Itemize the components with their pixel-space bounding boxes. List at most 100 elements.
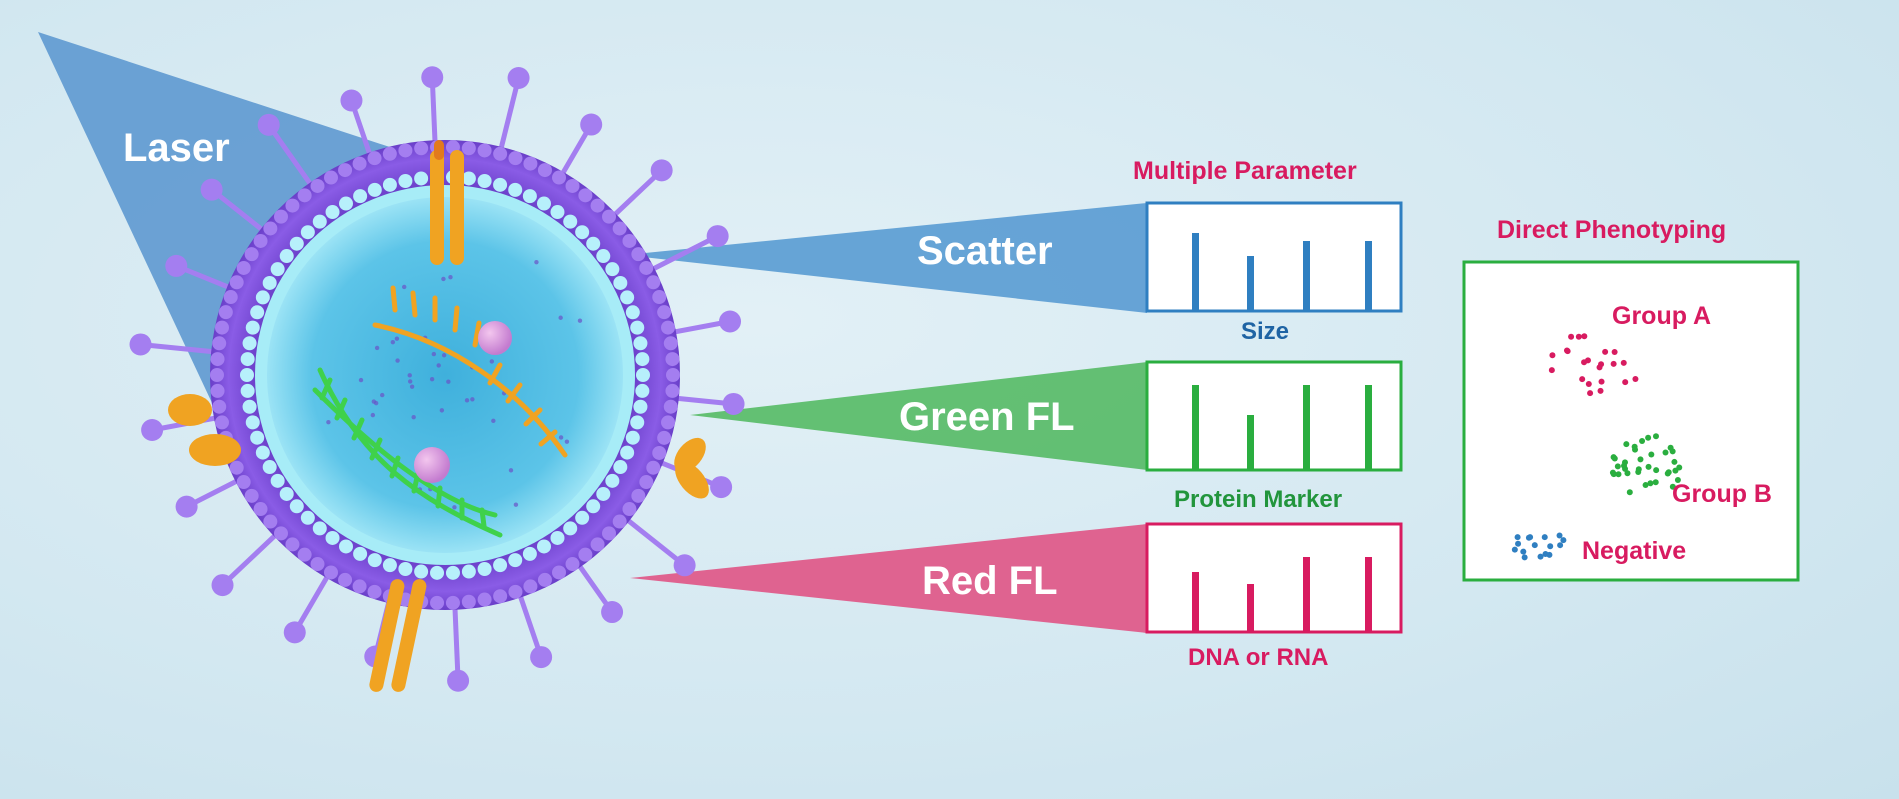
event-dot (1615, 471, 1622, 478)
event-dot (1547, 543, 1554, 550)
event-dot (1622, 379, 1629, 386)
lipid-head-icon (620, 445, 635, 460)
lipid-head-icon (646, 460, 661, 475)
lipid-head-icon (612, 514, 627, 529)
event-dot (1568, 333, 1575, 340)
spike-head-icon (165, 254, 188, 277)
lipid-head-icon (414, 171, 429, 186)
lipid-head-icon (240, 368, 254, 382)
histogram-bar (1247, 256, 1254, 311)
lipid-head-icon (285, 198, 300, 213)
lipid-head-icon (522, 546, 537, 561)
event-dot (1560, 537, 1567, 544)
lipid-head-icon (214, 320, 229, 335)
event-dot (1610, 454, 1617, 461)
direct-phenotyping-heading: Direct Phenotyping (1497, 216, 1727, 244)
histogram-bar (1365, 557, 1372, 632)
histogram-bar (1247, 584, 1254, 632)
green-fl-label: Green FL (899, 395, 1075, 439)
cell-illustration (129, 66, 745, 692)
lipid-head-icon (625, 430, 640, 445)
lipid-head-icon (477, 561, 492, 576)
lipid-head-icon (245, 320, 260, 335)
lipid-head-icon (633, 399, 648, 414)
spike-head-icon (673, 554, 696, 577)
lipid-head-icon (414, 564, 429, 579)
lipid-head-icon (631, 488, 646, 503)
lipid-head-icon (338, 572, 353, 587)
speckle-icon (380, 392, 385, 398)
lipid-head-icon (613, 460, 628, 475)
cell-cytoplasm (267, 197, 623, 553)
lipid-head-icon (310, 178, 325, 193)
lipid-head-icon (461, 564, 476, 579)
lipid-head-icon (263, 514, 278, 529)
lipid-head-icon (229, 275, 244, 290)
lipid-head-icon (602, 209, 617, 224)
histogram-bar (1303, 557, 1310, 632)
speckle-icon (470, 397, 475, 402)
lipid-head-icon (537, 196, 551, 211)
lipid-head-icon (461, 171, 476, 186)
lipid-head-icon (663, 399, 678, 414)
membrane-protein-icon (168, 394, 241, 466)
dna-helix-icon (312, 367, 503, 538)
group-b-label: Group B (1672, 480, 1772, 508)
lipid-head-icon (310, 557, 325, 572)
lipid-head-icon (661, 415, 676, 430)
lipid-head-icon (631, 247, 646, 262)
lipid-head-icon (578, 547, 593, 562)
speckle-icon (558, 435, 564, 440)
event-dot (1635, 466, 1642, 473)
lipid-head-icon (273, 209, 288, 224)
event-dot (1652, 479, 1659, 486)
event-dot (1548, 367, 1555, 374)
lipid-head-icon (605, 473, 620, 488)
lipid-head-icon (602, 526, 617, 541)
lipid-head-icon (229, 460, 244, 475)
lipid-head-icon (666, 368, 680, 382)
lipid-head-icon (565, 178, 580, 193)
event-dot (1611, 349, 1618, 356)
lipid-head-icon (563, 214, 578, 229)
speckle-icon (431, 351, 437, 357)
detector-plot-frame (1145, 522, 1403, 634)
lipid-head-icon (240, 352, 255, 367)
lipid-head-icon (398, 143, 413, 158)
lipid-head-icon (210, 352, 225, 367)
spike-head-icon (257, 113, 280, 136)
speckle-icon (513, 502, 519, 507)
speckle-icon (446, 379, 451, 384)
lipid-head-icon (210, 383, 225, 398)
lipid-head-icon (339, 196, 353, 211)
speckle-icon (464, 398, 470, 403)
group-a-label: Group A (1612, 302, 1712, 330)
lipid-head-icon (625, 305, 640, 320)
lipid-head-icon (508, 151, 523, 166)
event-dot (1672, 467, 1679, 474)
lipid-head-icon (250, 305, 265, 320)
lipid-head-icon (461, 594, 476, 609)
lipid-head-icon (477, 174, 492, 189)
event-dot (1563, 347, 1570, 354)
green-fl-caption: Protein Marker (1174, 486, 1343, 513)
spike-head-icon (530, 646, 553, 669)
lipid-head-icon (398, 561, 413, 576)
lipid-head-icon (590, 198, 605, 213)
laser-label: Laser (123, 126, 230, 170)
speckle-icon (508, 468, 514, 473)
histogram-bar (1192, 572, 1199, 632)
membrane-protein-icon (430, 140, 464, 265)
event-dot (1527, 534, 1534, 541)
lipid-head-icon (537, 539, 551, 554)
lipid-head-icon (244, 488, 259, 503)
lipid-head-icon (445, 595, 460, 610)
event-dot (1541, 534, 1548, 541)
lipid-head-icon (537, 572, 552, 587)
lipid-head-icon (613, 275, 628, 290)
lipid-head-icon (367, 151, 382, 166)
event-dot (1653, 467, 1660, 474)
speckle-icon (390, 339, 396, 345)
lipid-head-icon (523, 579, 538, 594)
lipid-head-icon (338, 163, 353, 178)
